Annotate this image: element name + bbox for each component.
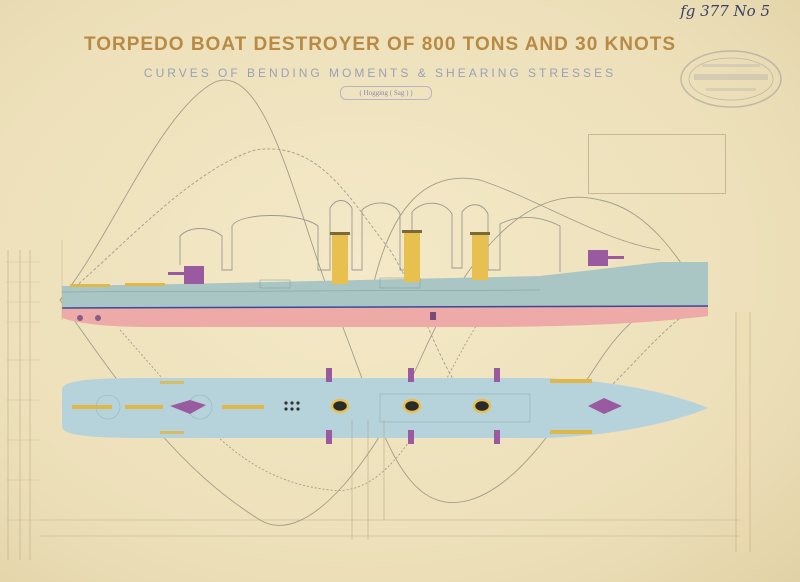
handwritten-reference: fg 377 No 5: [680, 2, 770, 20]
plan-gun-3: [222, 405, 264, 409]
gun-mount-aft: [168, 266, 204, 284]
plan-gun-1: [72, 405, 112, 409]
ship-plan: [62, 368, 708, 444]
funnel-2: [404, 232, 420, 282]
funnel-3: [472, 234, 488, 280]
gun-mount-fore: [588, 250, 624, 266]
plan-tube-fore: [588, 398, 622, 414]
particulars-table: [588, 134, 726, 194]
scale-note: ( Hogging ( Sag ) ): [340, 86, 432, 100]
gun-aft-2: [125, 283, 165, 286]
ship-profile: [61, 230, 709, 327]
plan-gun-2: [125, 405, 163, 409]
left-scale-ruler: [6, 250, 40, 560]
plan-gun-5: [550, 430, 592, 434]
hull-underwater: [62, 306, 708, 327]
stamp-icon: [680, 50, 782, 108]
right-scale-ruler: [735, 312, 751, 552]
waterline: [61, 305, 709, 309]
plan-gun-4: [550, 379, 592, 383]
plan-gun-aft-side-1: [160, 381, 184, 384]
hull-topsides: [62, 262, 708, 308]
deck-outline: [62, 378, 708, 438]
plan-funnel-1: [330, 398, 350, 414]
drawing-title: TORPEDO BOAT DESTROYER OF 800 TONS AND 3…: [83, 34, 677, 55]
plan-gun-aft-side-2: [160, 431, 184, 434]
plan-side-mounts: [326, 368, 500, 444]
drawing-subtitle: CURVES OF BENDING MOMENTS & SHEARING STR…: [143, 66, 617, 80]
plan-vents: [284, 401, 300, 411]
gun-aft-1: [70, 284, 110, 287]
plan-tube-aft: [170, 400, 206, 414]
plan-funnel-2: [402, 398, 422, 414]
weight-curve: [179, 200, 561, 272]
funnel-1: [332, 234, 348, 284]
plan-funnel-3: [472, 398, 492, 414]
